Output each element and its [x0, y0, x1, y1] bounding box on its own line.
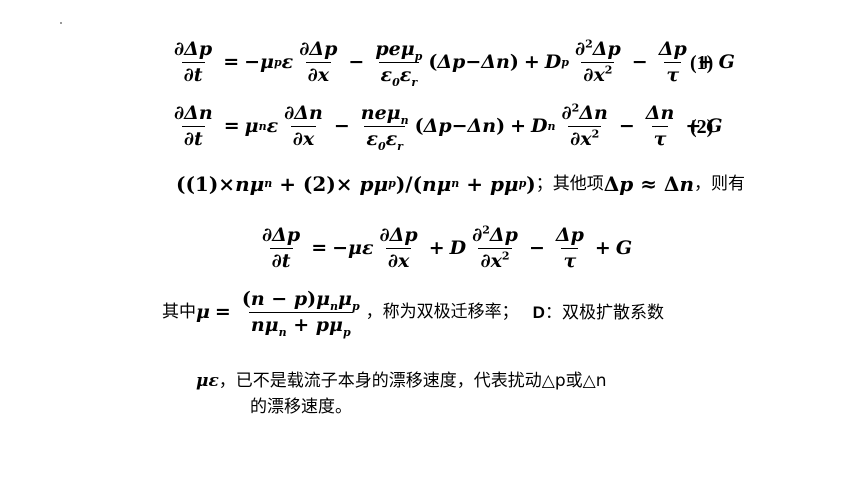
equation-1-number: (1): [690, 52, 714, 74]
equation-2-number: (2): [690, 116, 714, 138]
definition-suffix: ，称为双极迁移率；: [365, 302, 519, 322]
corner-mark: [60, 22, 62, 24]
d-text: ：双极扩散系数: [544, 302, 664, 323]
note-line-1: με，已不是载流子本身的漂移速度，代表扰动△p或△n: [196, 366, 607, 391]
note-symbol: με: [196, 371, 219, 391]
definition-prefix: 其中: [162, 302, 196, 322]
note-line-2: 的漂移速度。: [250, 397, 352, 417]
note-text-1: ，已不是载流子本身的漂移速度，代表扰动△p或△n: [218, 371, 607, 391]
d-label: D: [532, 302, 545, 322]
